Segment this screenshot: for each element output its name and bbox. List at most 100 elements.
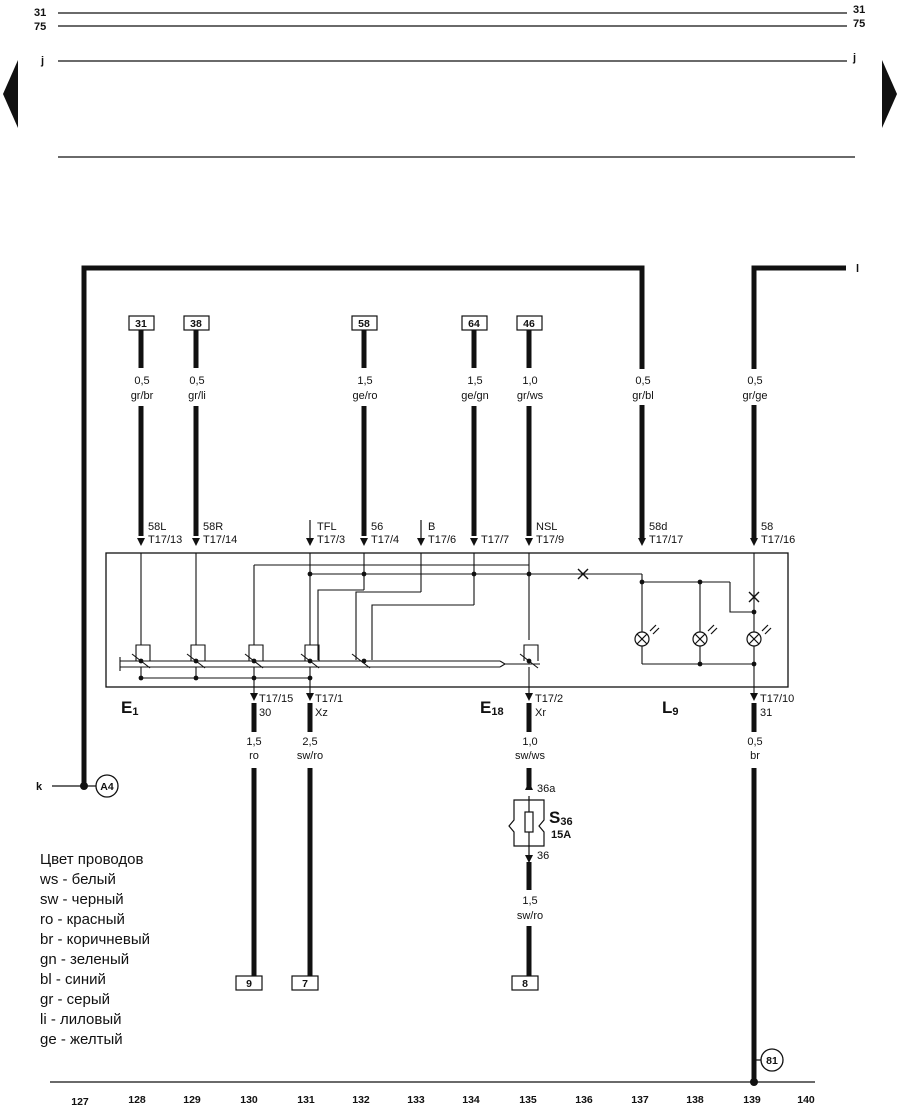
ruler-tick-label: 128 — [128, 1094, 146, 1106]
fuse-out-size: 1,5 — [522, 895, 537, 907]
fuse-pin-top: 36a — [537, 783, 556, 795]
b30-pin: 30 — [259, 707, 271, 719]
pin-labels-bottom: T17/15 30 T17/1 Xz T17/2 Xr T17/10 31 — [259, 693, 794, 719]
switch-unit-housing — [105, 552, 789, 688]
rail-75-label-left: 75 — [34, 21, 46, 33]
w58b-size: 0,5 — [747, 375, 762, 387]
legend-item: li - лиловый — [40, 1011, 122, 1028]
w58d-pin: 58d — [649, 521, 667, 533]
ruler-tick-label: 138 — [686, 1094, 704, 1106]
wires-top — [138, 330, 771, 536]
rail-31-label-left: 31 — [34, 7, 46, 19]
bxr-conn: T17/2 — [535, 693, 563, 705]
ruler-tick-label: 140 — [797, 1094, 815, 1106]
wire-boxes-bottom: 9 7 8 — [235, 975, 539, 991]
ruler-tick-label: 136 — [575, 1094, 593, 1106]
box-7: 7 — [302, 978, 308, 990]
ruler-tick-label: 132 — [352, 1094, 370, 1106]
connector-arrows-top — [137, 520, 758, 546]
ground-a4 — [95, 774, 119, 798]
bxz-conn: T17/1 — [315, 693, 343, 705]
w64-conn: T17/7 — [481, 534, 509, 546]
w58b-pin: 58 — [761, 521, 773, 533]
internal-wiring — [140, 553, 755, 695]
pin-labels-top: 58L T17/13 58R T17/14 TFL T17/3 56 T17/4… — [148, 521, 795, 546]
b31-conn: T17/10 — [760, 693, 794, 705]
w38-color: gr/li — [188, 390, 206, 402]
tfl-pin: TFL — [317, 521, 337, 533]
w58d-conn: T17/17 — [649, 534, 683, 546]
w46-color: gr/ws — [517, 390, 544, 402]
component-l9: L9 — [662, 698, 679, 718]
rail-31-label-right: 31 — [853, 4, 865, 16]
lamp-icon — [692, 624, 718, 647]
w58d-size: 0,5 — [635, 375, 650, 387]
w58d-color: gr/bl — [632, 390, 653, 402]
wire-labels-top: 0,5 gr/br 0,5 gr/li 1,5 ge/ro 1,5 ge/gn … — [131, 375, 768, 402]
wires-bottom — [251, 703, 757, 1082]
legend-item: bl - синий — [40, 971, 106, 988]
w38-conn: T17/14 — [203, 534, 237, 546]
w58-size: 1,5 — [357, 375, 372, 387]
b-conn: T17/6 — [428, 534, 456, 546]
w64-size: 1,5 — [467, 375, 482, 387]
b30-color: ro — [249, 750, 259, 762]
tfl-conn: T17/3 — [317, 534, 345, 546]
box-64: 64 — [468, 318, 480, 330]
rail-j-label-right: j — [852, 52, 856, 64]
b30-conn: T17/15 — [259, 693, 293, 705]
w58-conn: T17/4 — [371, 534, 399, 546]
bxz-pin: Xz — [315, 707, 328, 719]
legend-title: Цвет проводов — [40, 851, 143, 868]
component-e18: E18 — [480, 698, 504, 718]
next-page-arrow[interactable] — [882, 60, 897, 128]
fuse-rating: 15A — [551, 829, 571, 841]
legend-item: ro - красный — [40, 911, 125, 928]
ruler-tick-label: 130 — [240, 1094, 258, 1106]
bottom-ruler: 127 128 129 130 131 132 133 134 135 136 … — [50, 1081, 815, 1108]
b31-pin: 31 — [760, 707, 772, 719]
w58b-color: gr/ge — [742, 390, 767, 402]
legend-item: gn - зеленый — [40, 951, 129, 968]
legend-item: sw - черный — [40, 891, 124, 908]
diode-icon — [577, 568, 760, 603]
w64-color: ge/gn — [461, 390, 489, 402]
rail-75-label-right: 75 — [853, 18, 865, 30]
b31-color: br — [750, 750, 760, 762]
junction-dots — [138, 571, 757, 681]
end-l-label: l — [856, 263, 859, 275]
lamp-icon — [634, 624, 660, 647]
top-rails: 31 75 j 31 75 j — [34, 4, 865, 158]
bxr-color: sw/ws — [515, 750, 545, 762]
w58-color: ge/ro — [352, 390, 377, 402]
bxr-pin: Xr — [535, 707, 546, 719]
fuse-out-color: sw/ro — [517, 910, 543, 922]
w46-conn: T17/9 — [536, 534, 564, 546]
box-8: 8 — [522, 978, 528, 990]
legend-item: ge - желтый — [40, 1031, 123, 1048]
box-46: 46 — [523, 318, 535, 330]
bxz-color: sw/ro — [297, 750, 323, 762]
previous-page-arrow[interactable] — [3, 60, 18, 128]
legend-item: ws - белый — [39, 871, 116, 888]
legend-item: br - коричневый — [40, 931, 150, 948]
w31-pin: 58L — [148, 521, 166, 533]
bxz-size: 2,5 — [302, 736, 317, 748]
connector-arrows-bottom — [250, 693, 758, 701]
box-58: 58 — [358, 318, 370, 330]
fuse-s36: 36a 36 S36 15A 1,5 sw/ro — [508, 782, 573, 922]
fuse-name: S36 — [549, 808, 573, 828]
ruler-tick-label: 139 — [743, 1094, 761, 1106]
rail-j-label-left: j — [40, 55, 44, 67]
indicator-lamps — [634, 624, 772, 647]
b-pin: B — [428, 521, 435, 533]
lamp-icon — [746, 624, 772, 647]
ruler-tick-label: 131 — [297, 1094, 315, 1106]
box-38: 38 — [190, 318, 202, 330]
end-k-label: k — [36, 781, 43, 793]
component-e1: E1 — [121, 698, 138, 718]
ruler-tick-label: 129 — [183, 1094, 201, 1106]
w31-color: gr/br — [131, 390, 154, 402]
b31-size: 0,5 — [747, 736, 762, 748]
